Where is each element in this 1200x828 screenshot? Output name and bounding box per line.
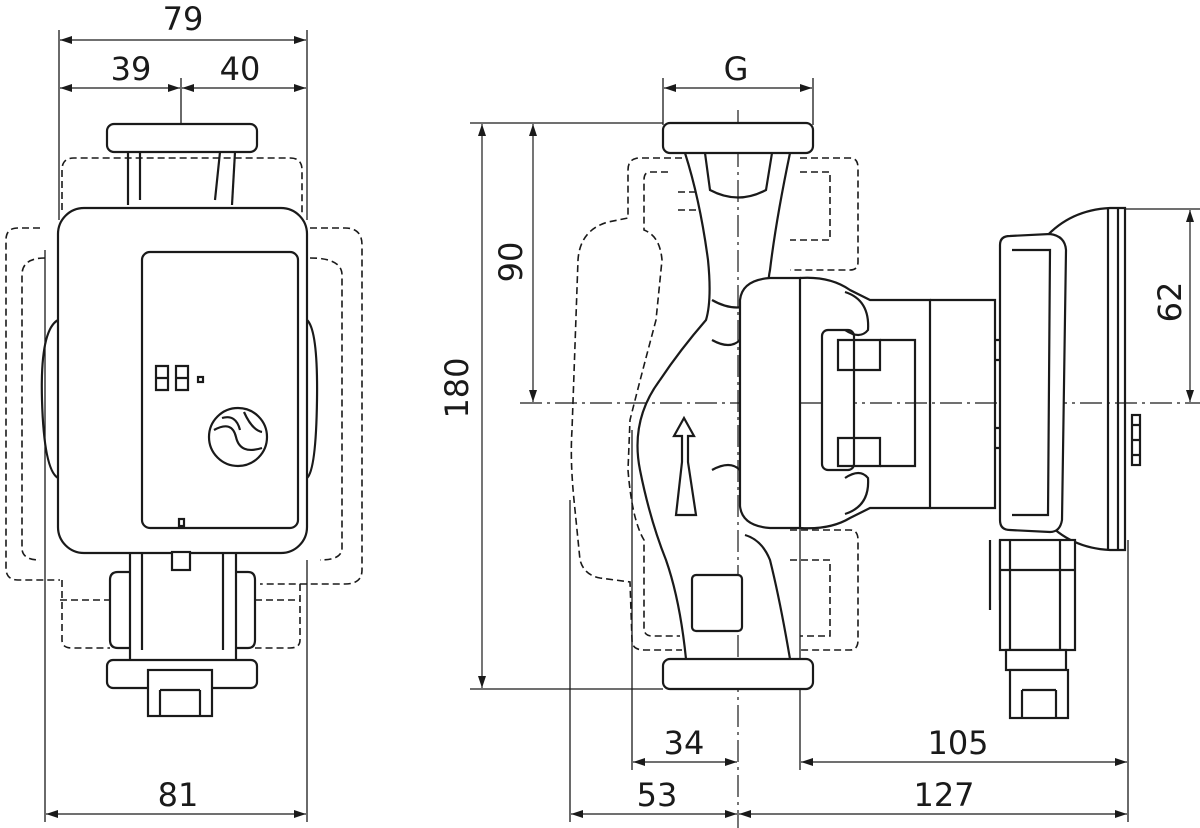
dim-label-G: G xyxy=(724,50,749,88)
panel-led xyxy=(177,517,186,528)
led-display xyxy=(154,364,205,392)
dim-label-180: 180 xyxy=(438,357,476,418)
electronics-module xyxy=(998,206,1142,552)
front-right-bulge xyxy=(306,319,319,479)
operating-knob xyxy=(207,406,269,468)
side-insulation-shell xyxy=(570,157,859,651)
cable-connector xyxy=(988,538,1077,720)
dim-label-90: 90 xyxy=(492,242,530,283)
side-view: G 180 90 62 34 105 53 127 xyxy=(438,50,1200,828)
dim-label-105: 105 xyxy=(927,724,988,762)
control-panel xyxy=(140,250,300,530)
dim-label-40: 40 xyxy=(220,50,261,88)
front-bottom-parts xyxy=(105,550,259,718)
dim-label-34: 34 xyxy=(664,724,705,762)
front-left-bulge xyxy=(40,319,59,479)
dim-label-79: 79 xyxy=(163,0,204,38)
dim-label-53: 53 xyxy=(637,776,678,814)
front-top-flange xyxy=(105,122,259,206)
dim-label-39: 39 xyxy=(111,50,152,88)
dim-label-62: 62 xyxy=(1151,282,1189,323)
front-view: 79 39 40 81 xyxy=(5,0,363,822)
dim-label-127: 127 xyxy=(913,776,974,814)
dim-label-81: 81 xyxy=(158,776,199,814)
front-insulation-shell xyxy=(5,157,363,649)
